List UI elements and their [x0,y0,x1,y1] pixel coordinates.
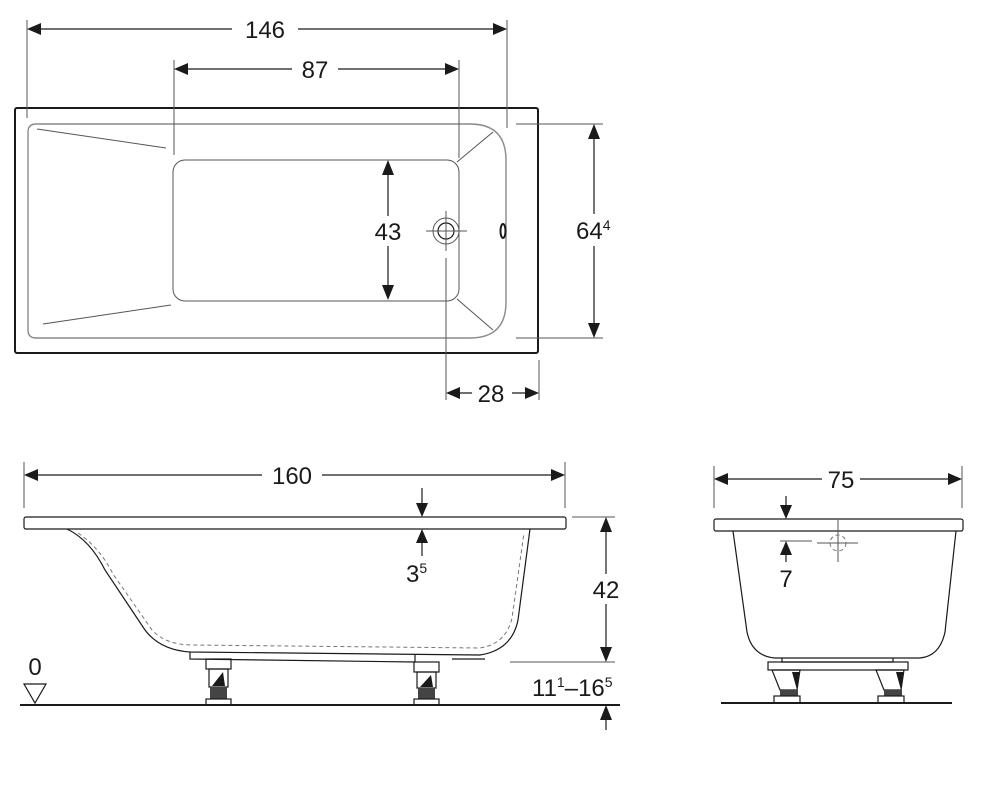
arrow-up-icon [600,517,612,532]
backrest-line-bottom [42,304,172,325]
arrow-up-icon [382,160,394,175]
basin-floor-outline [172,159,460,302]
dim-leg-height-range: 111–165 [532,674,613,702]
end-view: 75 [713,464,964,704]
end-tub-body [732,530,957,659]
side-tub-body [66,528,531,656]
arrow-up-icon [416,529,428,543]
backrest-line-top [36,128,167,149]
dim-inner-width: 43 [375,219,402,246]
arrow-down-icon [588,323,600,338]
dim-overall-width: 644 [576,217,611,245]
side-rim [23,516,567,530]
side-leg-left [205,658,232,706]
dim-depth: 42 [593,577,620,604]
arrow-down-icon [382,285,394,300]
drain-icon [426,211,467,251]
arrow-right-icon [445,63,459,75]
dim-inner-length: 87 [302,57,329,84]
overflow-position-icon [817,520,858,562]
side-tub-inner-dashed [77,532,525,649]
level-triangle-icon [22,683,48,705]
arrow-left-icon [27,23,41,35]
arrow-down-icon [416,503,428,517]
dim-overall-length: 146 [245,17,285,44]
overflow-icon [499,223,507,239]
side-base-plate [189,652,416,663]
dim-end-width: 75 [828,467,855,494]
dim-rim-thickness: 35 [406,560,427,588]
side-leg-right [413,661,440,706]
arrow-up-icon [588,124,600,139]
arrow-left-icon [714,473,728,485]
arrow-down-icon [780,505,792,519]
end-leg-left [771,669,801,704]
arrow-up-icon [600,705,612,720]
arrow-right-icon [525,387,539,399]
arrow-up-icon [780,541,792,555]
side-view: 160 0 35 [20,460,628,730]
floor-level-label: 0 [28,654,41,681]
end-base-plate [767,661,909,671]
corner-diagonal-bottom [456,298,494,331]
end-leg-right [875,669,905,704]
arrow-right-icon [493,23,507,35]
top-view: 146 87 43 644 28 [14,14,622,408]
outer-rim-outline [14,107,539,354]
arrow-left-icon [446,387,460,399]
dim-overflow-offset: 7 [779,566,792,593]
arrow-down-icon [600,647,612,662]
corner-diagonal-top [456,131,494,163]
arrow-left-icon [24,469,38,481]
arrow-left-icon [174,63,188,75]
inner-basin-outline [27,123,507,339]
arrow-right-icon [948,473,962,485]
dim-drain-offset: 28 [478,381,505,408]
arrow-right-icon [551,469,565,481]
dim-total-length: 160 [272,463,312,490]
